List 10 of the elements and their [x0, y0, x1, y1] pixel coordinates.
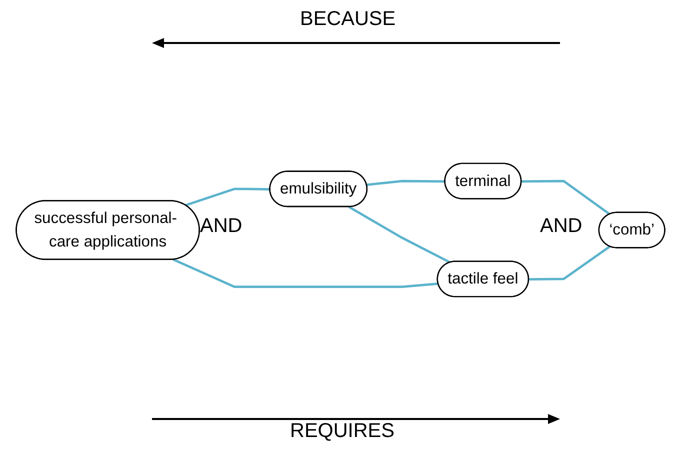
text-label: AND	[200, 215, 242, 238]
connector	[348, 206, 451, 264]
connector	[172, 258, 438, 288]
text-label: AND	[540, 215, 582, 238]
text-label: REQUIRES	[290, 420, 394, 443]
connector	[521, 180, 610, 216]
connector	[185, 188, 270, 206]
text-label: BECAUSE	[300, 8, 396, 31]
connector	[528, 246, 610, 280]
connector	[366, 180, 446, 186]
